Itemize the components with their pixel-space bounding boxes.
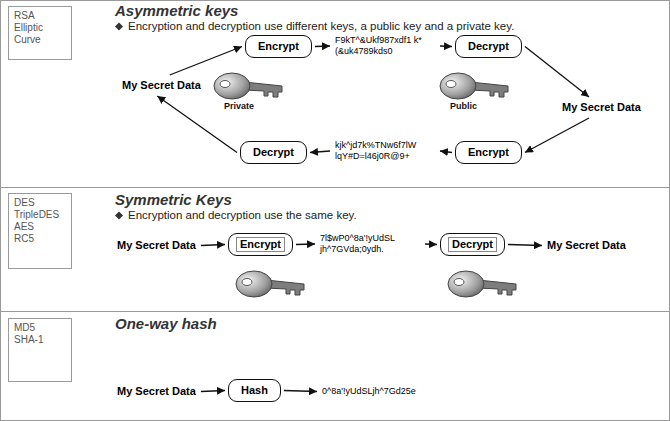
- encrypt-box: Encrypt: [245, 35, 312, 58]
- hash-value: 0^8a'!yUdSLjh^7Gd25e: [320, 385, 418, 398]
- flow-arrow: [284, 391, 317, 392]
- data-text: My Secret Data: [560, 100, 643, 115]
- flow-arrow: [201, 391, 225, 392]
- bullet-diamond: [115, 23, 123, 31]
- node-text: TripleDES: [14, 209, 66, 221]
- bullet-text: Encryption and decryption use different …: [128, 20, 514, 33]
- bullet-diamond: [115, 212, 123, 220]
- flow-arrow: [440, 151, 452, 153]
- node-text: RC5: [14, 233, 66, 245]
- section-title: Asymmetric keys: [115, 2, 238, 20]
- data-text: My Secret Data: [545, 238, 628, 253]
- node-text: 0^8a'!yUdSLjh^7Gd25e: [322, 386, 416, 397]
- node-text: Hash: [241, 384, 268, 397]
- node-text: Decrypt: [253, 146, 294, 159]
- algorithm-box: RSAElliptic Curve: [8, 6, 72, 60]
- data-text: My Secret Data: [115, 238, 198, 253]
- decrypt-box: Decrypt: [455, 35, 522, 58]
- node-text: F9kT^&Ukf987xdf1 k*(&uk4789kds0: [335, 35, 435, 57]
- node-text: MD5: [14, 322, 66, 334]
- bullet-text: Encryption and decryption use the same k…: [128, 209, 357, 222]
- section-title: One-way hash: [115, 315, 217, 333]
- node-text: Encrypt: [468, 146, 509, 159]
- flow-arrow: [315, 45, 330, 47]
- key-icon: [448, 271, 516, 297]
- section-divider: [0, 187, 670, 188]
- flow-arrow: [296, 243, 315, 245]
- decrypt-box: Decrypt: [440, 233, 505, 256]
- key-label: Private: [224, 101, 254, 112]
- flow-arrow: [310, 151, 330, 153]
- section-divider: [0, 311, 670, 312]
- node-text: My Secret Data: [122, 79, 201, 92]
- node-text: 7l$wP0^8a'!yUdSL jh^7GVda;0ydh.: [320, 233, 420, 255]
- flow-arrow: [425, 243, 437, 245]
- key-label: Public: [450, 101, 477, 112]
- algorithm-box: DESTripleDESAESRC5: [8, 193, 72, 269]
- node-text: My Secret Data: [117, 385, 196, 398]
- data-text: My Secret Data: [115, 384, 198, 399]
- decrypt-box: Decrypt: [240, 141, 307, 164]
- ciphertext: kjk^jd7k%TNw6f7lW lqY#D=l46j0R@9+: [333, 139, 437, 163]
- node-text: Decrypt: [468, 40, 509, 53]
- flow-arrow: [201, 245, 225, 246]
- node-text: SHA-1: [14, 334, 66, 346]
- node-text: Encrypt: [258, 40, 299, 53]
- node-text: My Secret Data: [547, 239, 626, 252]
- flow-arrow: [170, 47, 242, 76]
- node-text: RSA: [14, 10, 66, 22]
- ciphertext: 7l$wP0^8a'!yUdSL jh^7GVda;0ydh.: [318, 232, 422, 256]
- node-text: kjk^jd7k%TNw6f7lW lqY#D=l46j0R@9+: [335, 140, 435, 162]
- node-text: Encrypt: [236, 237, 285, 252]
- encrypt-box: Encrypt: [455, 141, 522, 164]
- flow-arrow: [508, 245, 542, 246]
- key-icon: [236, 271, 304, 297]
- node-text: My Secret Data: [117, 239, 196, 252]
- hash-box: Hash: [228, 379, 281, 402]
- data-text: My Secret Data: [120, 78, 203, 93]
- ciphertext: F9kT^&Ukf987xdf1 k*(&uk4789kds0: [333, 34, 437, 58]
- node-text: DES: [14, 197, 66, 209]
- flow-arrow: [525, 47, 589, 98]
- key-icon: [440, 73, 508, 99]
- flow-arrow: [440, 45, 452, 47]
- flow-arrow: [525, 118, 589, 153]
- key-icon: [214, 73, 282, 99]
- node-text: Decrypt: [448, 237, 497, 252]
- node-text: My Secret Data: [562, 101, 641, 114]
- algorithm-box: MD5SHA-1: [8, 318, 72, 382]
- node-text: Elliptic Curve: [14, 22, 66, 46]
- section-title: Symmetric Keys: [115, 191, 232, 209]
- node-text: AES: [14, 221, 66, 233]
- encrypt-box: Encrypt: [228, 233, 293, 256]
